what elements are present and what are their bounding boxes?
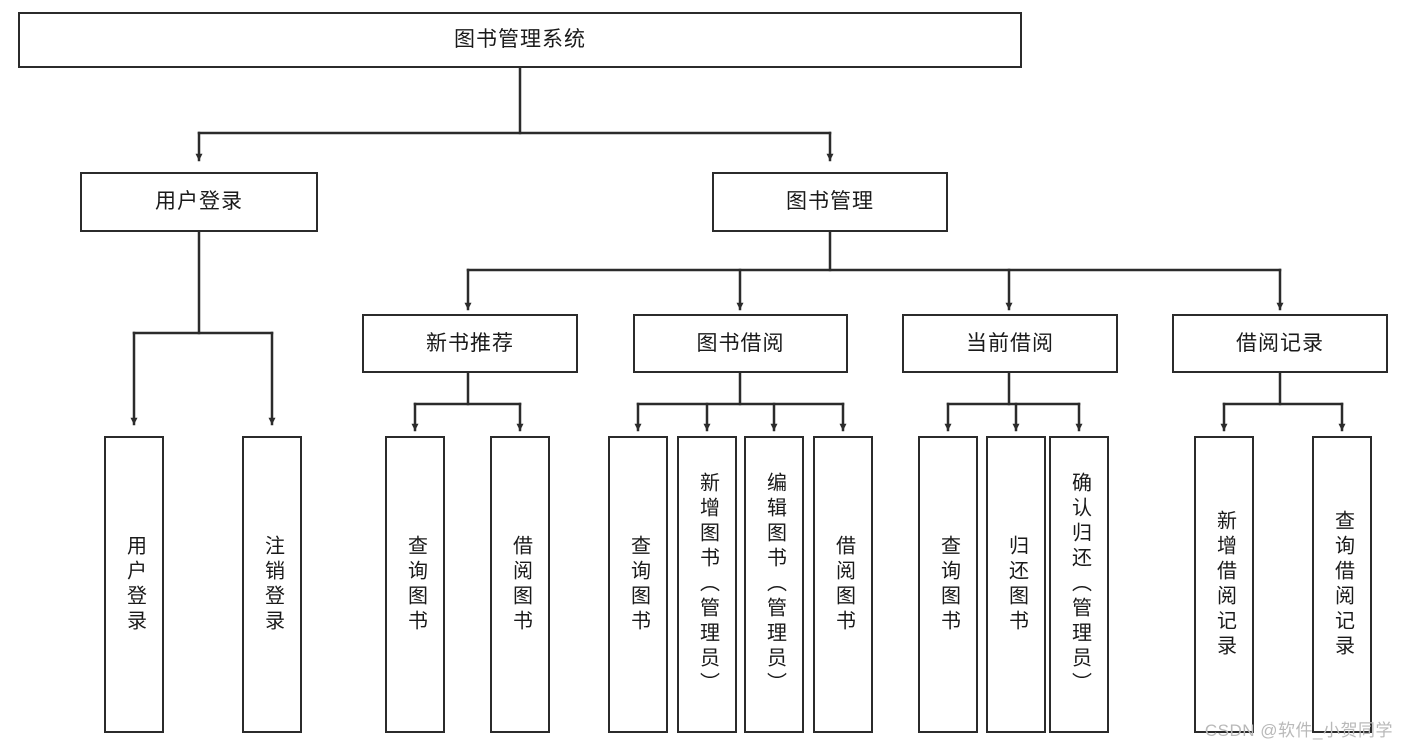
leaf-return-book[interactable]: 归还图书 (986, 436, 1046, 733)
leaf-confirm-return-label: 确认归还（管理员） (1068, 472, 1091, 697)
node-root[interactable]: 图书管理系统 (18, 12, 1022, 68)
leaf-borrow-book-1-label: 借阅图书 (509, 534, 532, 635)
leaf-borrow-book-1[interactable]: 借阅图书 (490, 436, 550, 733)
node-current-borrow[interactable]: 当前借阅 (902, 314, 1118, 373)
leaf-confirm-return[interactable]: 确认归还（管理员） (1049, 436, 1109, 733)
node-current-borrow-label: 当前借阅 (966, 331, 1054, 355)
leaf-query-book-3-label: 查询图书 (937, 534, 960, 635)
leaf-query-book-2[interactable]: 查询图书 (608, 436, 668, 733)
leaf-borrow-book-2[interactable]: 借阅图书 (813, 436, 873, 733)
leaf-user-login-label: 用户登录 (123, 534, 146, 635)
node-new-book-recommend[interactable]: 新书推荐 (362, 314, 578, 373)
leaf-logout-login-label: 注销登录 (261, 534, 284, 635)
leaf-return-book-label: 归还图书 (1005, 534, 1028, 635)
node-user-login[interactable]: 用户登录 (80, 172, 318, 232)
leaf-edit-book[interactable]: 编辑图书（管理员） (744, 436, 804, 733)
leaf-user-login[interactable]: 用户登录 (104, 436, 164, 733)
node-book-borrow[interactable]: 图书借阅 (633, 314, 848, 373)
leaf-add-book-label: 新增图书（管理员） (696, 472, 719, 697)
leaf-logout-login[interactable]: 注销登录 (242, 436, 302, 733)
leaf-query-book-1[interactable]: 查询图书 (385, 436, 445, 733)
leaf-add-record[interactable]: 新增借阅记录 (1194, 436, 1254, 733)
leaf-borrow-book-2-label: 借阅图书 (832, 534, 855, 635)
node-root-label: 图书管理系统 (454, 28, 586, 52)
leaf-query-book-1-label: 查询图书 (404, 534, 427, 635)
node-new-book-recommend-label: 新书推荐 (426, 331, 514, 355)
node-borrow-record[interactable]: 借阅记录 (1172, 314, 1388, 373)
leaf-edit-book-label: 编辑图书（管理员） (763, 472, 786, 697)
node-book-manage[interactable]: 图书管理 (712, 172, 948, 232)
leaf-query-record[interactable]: 查询借阅记录 (1312, 436, 1372, 733)
leaf-add-book[interactable]: 新增图书（管理员） (677, 436, 737, 733)
leaf-query-book-3[interactable]: 查询图书 (918, 436, 978, 733)
node-book-borrow-label: 图书借阅 (696, 331, 785, 355)
node-user-login-label: 用户登录 (155, 190, 243, 214)
leaf-add-record-label: 新增借阅记录 (1213, 509, 1236, 660)
leaf-query-record-label: 查询借阅记录 (1331, 509, 1354, 660)
node-book-manage-label: 图书管理 (786, 190, 874, 214)
node-borrow-record-label: 借阅记录 (1236, 331, 1324, 355)
leaf-query-book-2-label: 查询图书 (627, 534, 650, 635)
